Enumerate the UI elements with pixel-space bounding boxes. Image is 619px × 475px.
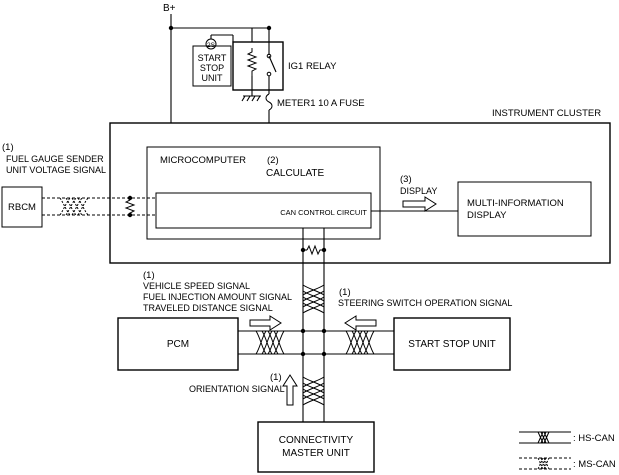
- pcm-signal-arrow-icon: [249, 315, 282, 331]
- fuse-icon: [265, 93, 273, 111]
- multi-information-display-box: [457, 181, 592, 237]
- pcm-label: PCM: [167, 339, 189, 350]
- start-stop-unit-small-line-2: STOP: [200, 63, 224, 73]
- legend-hs-can-label: : HS-CAN: [573, 433, 615, 444]
- relay-contact-dot-2: [266, 71, 272, 77]
- ig1-relay-label: IG1 RELAY: [288, 61, 337, 72]
- orientation-signal-label: ORIENTATION SIGNAL: [189, 384, 285, 394]
- calculate-label: CALCULATE: [266, 168, 324, 179]
- ground-hatch-2: [246, 95, 251, 102]
- fuse-label: METER1 10 A FUSE: [277, 98, 365, 109]
- hs-can-cross-dot-4: [321, 351, 327, 357]
- fuel-step-number: (1): [2, 142, 14, 153]
- calculate-step-number: (2): [267, 155, 279, 166]
- b-plus-label: B+: [163, 3, 176, 14]
- hs-can-cross-dot-3: [300, 351, 306, 357]
- connectivity-master-unit-box: [257, 421, 375, 473]
- display-step-number: (3): [400, 174, 412, 185]
- microcomputer-label: MICROCOMPUTER: [160, 155, 246, 166]
- relay-switch-icon: [268, 55, 277, 73]
- relay-control-symbol-label: 2S: [207, 42, 216, 49]
- connectivity-label-line-1: CONNECTIVITY: [279, 435, 354, 446]
- relay-coil-icon: [246, 48, 258, 76]
- hs-can-left-twist-icon: [255, 330, 285, 355]
- microcomputer-box: [146, 146, 381, 240]
- legend-ms-can-icon: [537, 457, 550, 470]
- fuel-label-line-1: FUEL GAUGE SENDER: [6, 154, 104, 164]
- ms-can-terminator-icon: [124, 199, 136, 215]
- orientation-step-number: (1): [270, 372, 282, 383]
- pcm-box: [117, 317, 239, 371]
- display-arrow-icon: [402, 196, 437, 212]
- mid-label-line-1: MULTI-INFORMATION: [467, 198, 564, 209]
- hs-can-cross-dot-2: [321, 328, 327, 334]
- ig1-relay-box: [232, 41, 284, 91]
- steering-switch-signal-label: STEERING SWITCH OPERATION SIGNAL: [338, 298, 512, 308]
- hs-can-lower-twist-icon: [302, 376, 325, 406]
- ms-can-twist-icon: [59, 197, 89, 216]
- start-stop-unit-small-box: [192, 45, 232, 87]
- legend-hs-can-icon: [537, 431, 550, 444]
- hs-can-cross-dot-1: [300, 328, 306, 334]
- hs-can-right-twist-icon: [345, 330, 375, 355]
- cluster-terminator-icon: [306, 244, 324, 256]
- start-stop-unit-label: START STOP UNIT: [408, 339, 495, 350]
- fuel-injection-signal-label: FUEL INJECTION AMOUNT SIGNAL: [143, 292, 292, 302]
- rbcm-box: [1, 186, 43, 228]
- fuel-label-line-2: UNIT VOLTAGE SIGNAL: [6, 165, 106, 175]
- legend-ms-can-label: : MS-CAN: [573, 459, 616, 470]
- steering-signal-arrow-icon: [344, 315, 377, 331]
- display-label: DISPLAY: [400, 186, 437, 196]
- hs-can-upper-twist-icon: [302, 284, 325, 314]
- start-stop-unit-box: [393, 317, 511, 371]
- start-stop-unit-small-line-1: START: [198, 53, 227, 63]
- can-control-circuit-label: CAN CONTROL CIRCUIT: [280, 208, 367, 217]
- mid-label-line-2: DISPLAY: [467, 210, 507, 221]
- ground-hatch-3: [251, 95, 256, 102]
- ground-hatch-4: [256, 95, 261, 102]
- instrument-cluster-label: INSTRUMENT CLUSTER: [492, 108, 601, 119]
- relay-contact-dot: [266, 53, 272, 59]
- rbcm-label: RBCM: [8, 202, 36, 213]
- vehicle-step-number: (1): [143, 270, 155, 281]
- connectivity-label-line-2: MASTER UNIT: [282, 448, 350, 459]
- steering-step-number: (1): [339, 287, 351, 298]
- traveled-distance-signal-label: TRAVELED DISTANCE SIGNAL: [143, 303, 273, 313]
- start-stop-unit-small-line-3: UNIT: [202, 73, 223, 83]
- orientation-arrow-icon: [282, 374, 298, 406]
- ground-hatch-1: [241, 95, 246, 102]
- vehicle-speed-signal-label: VEHICLE SPEED SIGNAL: [143, 281, 250, 291]
